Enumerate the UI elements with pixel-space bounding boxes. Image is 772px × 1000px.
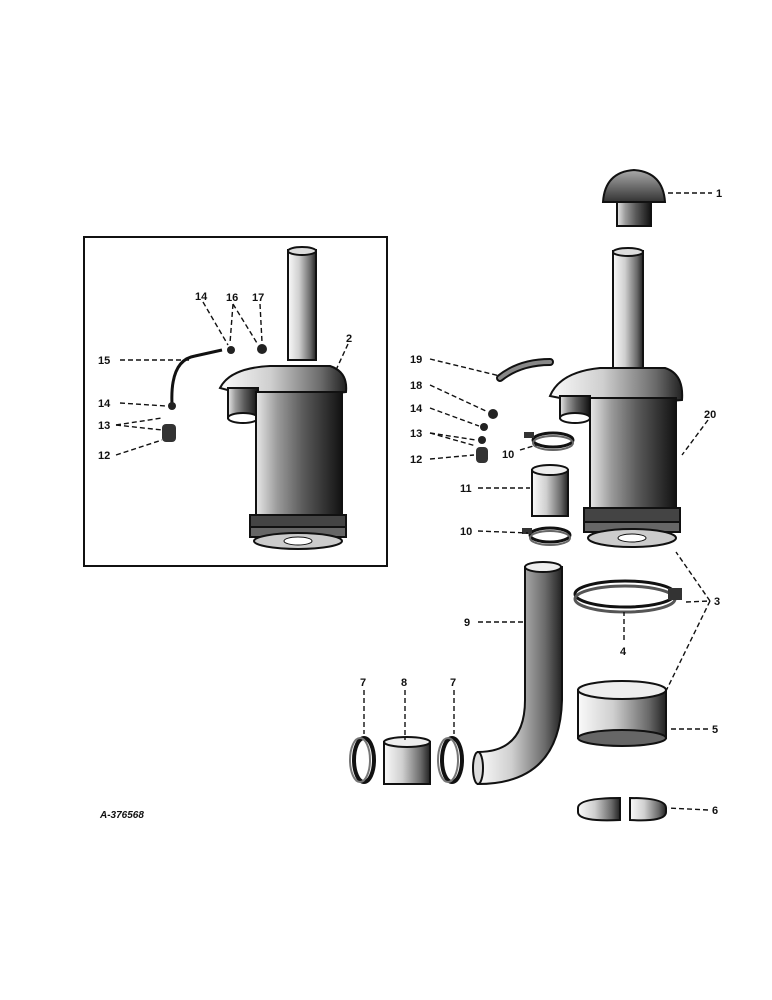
inset-air-cleaner (218, 246, 348, 550)
inset-callout-2: 2 (346, 333, 352, 345)
clamp-part-10-lower (522, 526, 572, 546)
sleeve-part-11 (531, 464, 569, 517)
inset-callout-14: 14 (98, 398, 111, 410)
callout-10-upper: 10 (502, 449, 514, 461)
callout-7-left: 7 (360, 677, 366, 689)
inset-callout-15: 15 (98, 355, 110, 367)
inset-tube (170, 348, 223, 405)
inset-fitting-17 (257, 344, 267, 354)
callout-3: 3 (714, 596, 720, 608)
inset-callout-12: 12 (98, 450, 110, 462)
clamp-part-7-right (437, 736, 464, 784)
inset-callout-14-top: 14 (195, 291, 208, 303)
callout-12: 12 (410, 454, 422, 466)
inset-callout-17: 17 (252, 292, 264, 304)
callout-4: 4 (620, 646, 627, 658)
fitting-part-12 (476, 447, 488, 463)
callout-5: 5 (712, 724, 718, 736)
oil-cup-part-5 (577, 680, 667, 747)
reference-number: A-376568 (99, 810, 144, 821)
leader-lines (115, 192, 712, 811)
callout-7-right: 7 (450, 677, 456, 689)
callout-19: 19 (410, 354, 422, 366)
callout-20: 20 (704, 409, 716, 421)
fitting-part-14 (480, 423, 488, 431)
fitting-part-13 (478, 436, 486, 444)
callout-6: 6 (712, 805, 718, 817)
cap-part-1 (601, 168, 667, 227)
inset-fitting-13 (162, 424, 176, 442)
inset-callout-13: 13 (98, 420, 110, 432)
clamp-part-7-left (349, 736, 376, 784)
callout-13: 13 (410, 428, 422, 440)
callout-14: 14 (410, 403, 423, 415)
cleaner-body-part-20 (548, 247, 684, 548)
callout-9: 9 (464, 617, 470, 629)
callout-18: 18 (410, 380, 422, 392)
callout-1: 1 (716, 188, 722, 200)
inset-fitting-14b (168, 402, 176, 410)
callout-10-lower: 10 (460, 526, 472, 538)
inset-frame (83, 236, 388, 567)
clamp-part-10-upper (524, 431, 575, 451)
inset-fitting-14 (227, 346, 235, 354)
callout-8: 8 (401, 677, 407, 689)
ring-part-6 (577, 796, 667, 822)
hose-part-8 (383, 736, 431, 785)
band-clamp-part-4 (573, 579, 682, 614)
fitting-part-18 (488, 409, 498, 419)
callout-11: 11 (460, 483, 472, 495)
elbow-pipe-part-9 (472, 561, 563, 786)
inset-callout-16: 16 (226, 292, 238, 304)
